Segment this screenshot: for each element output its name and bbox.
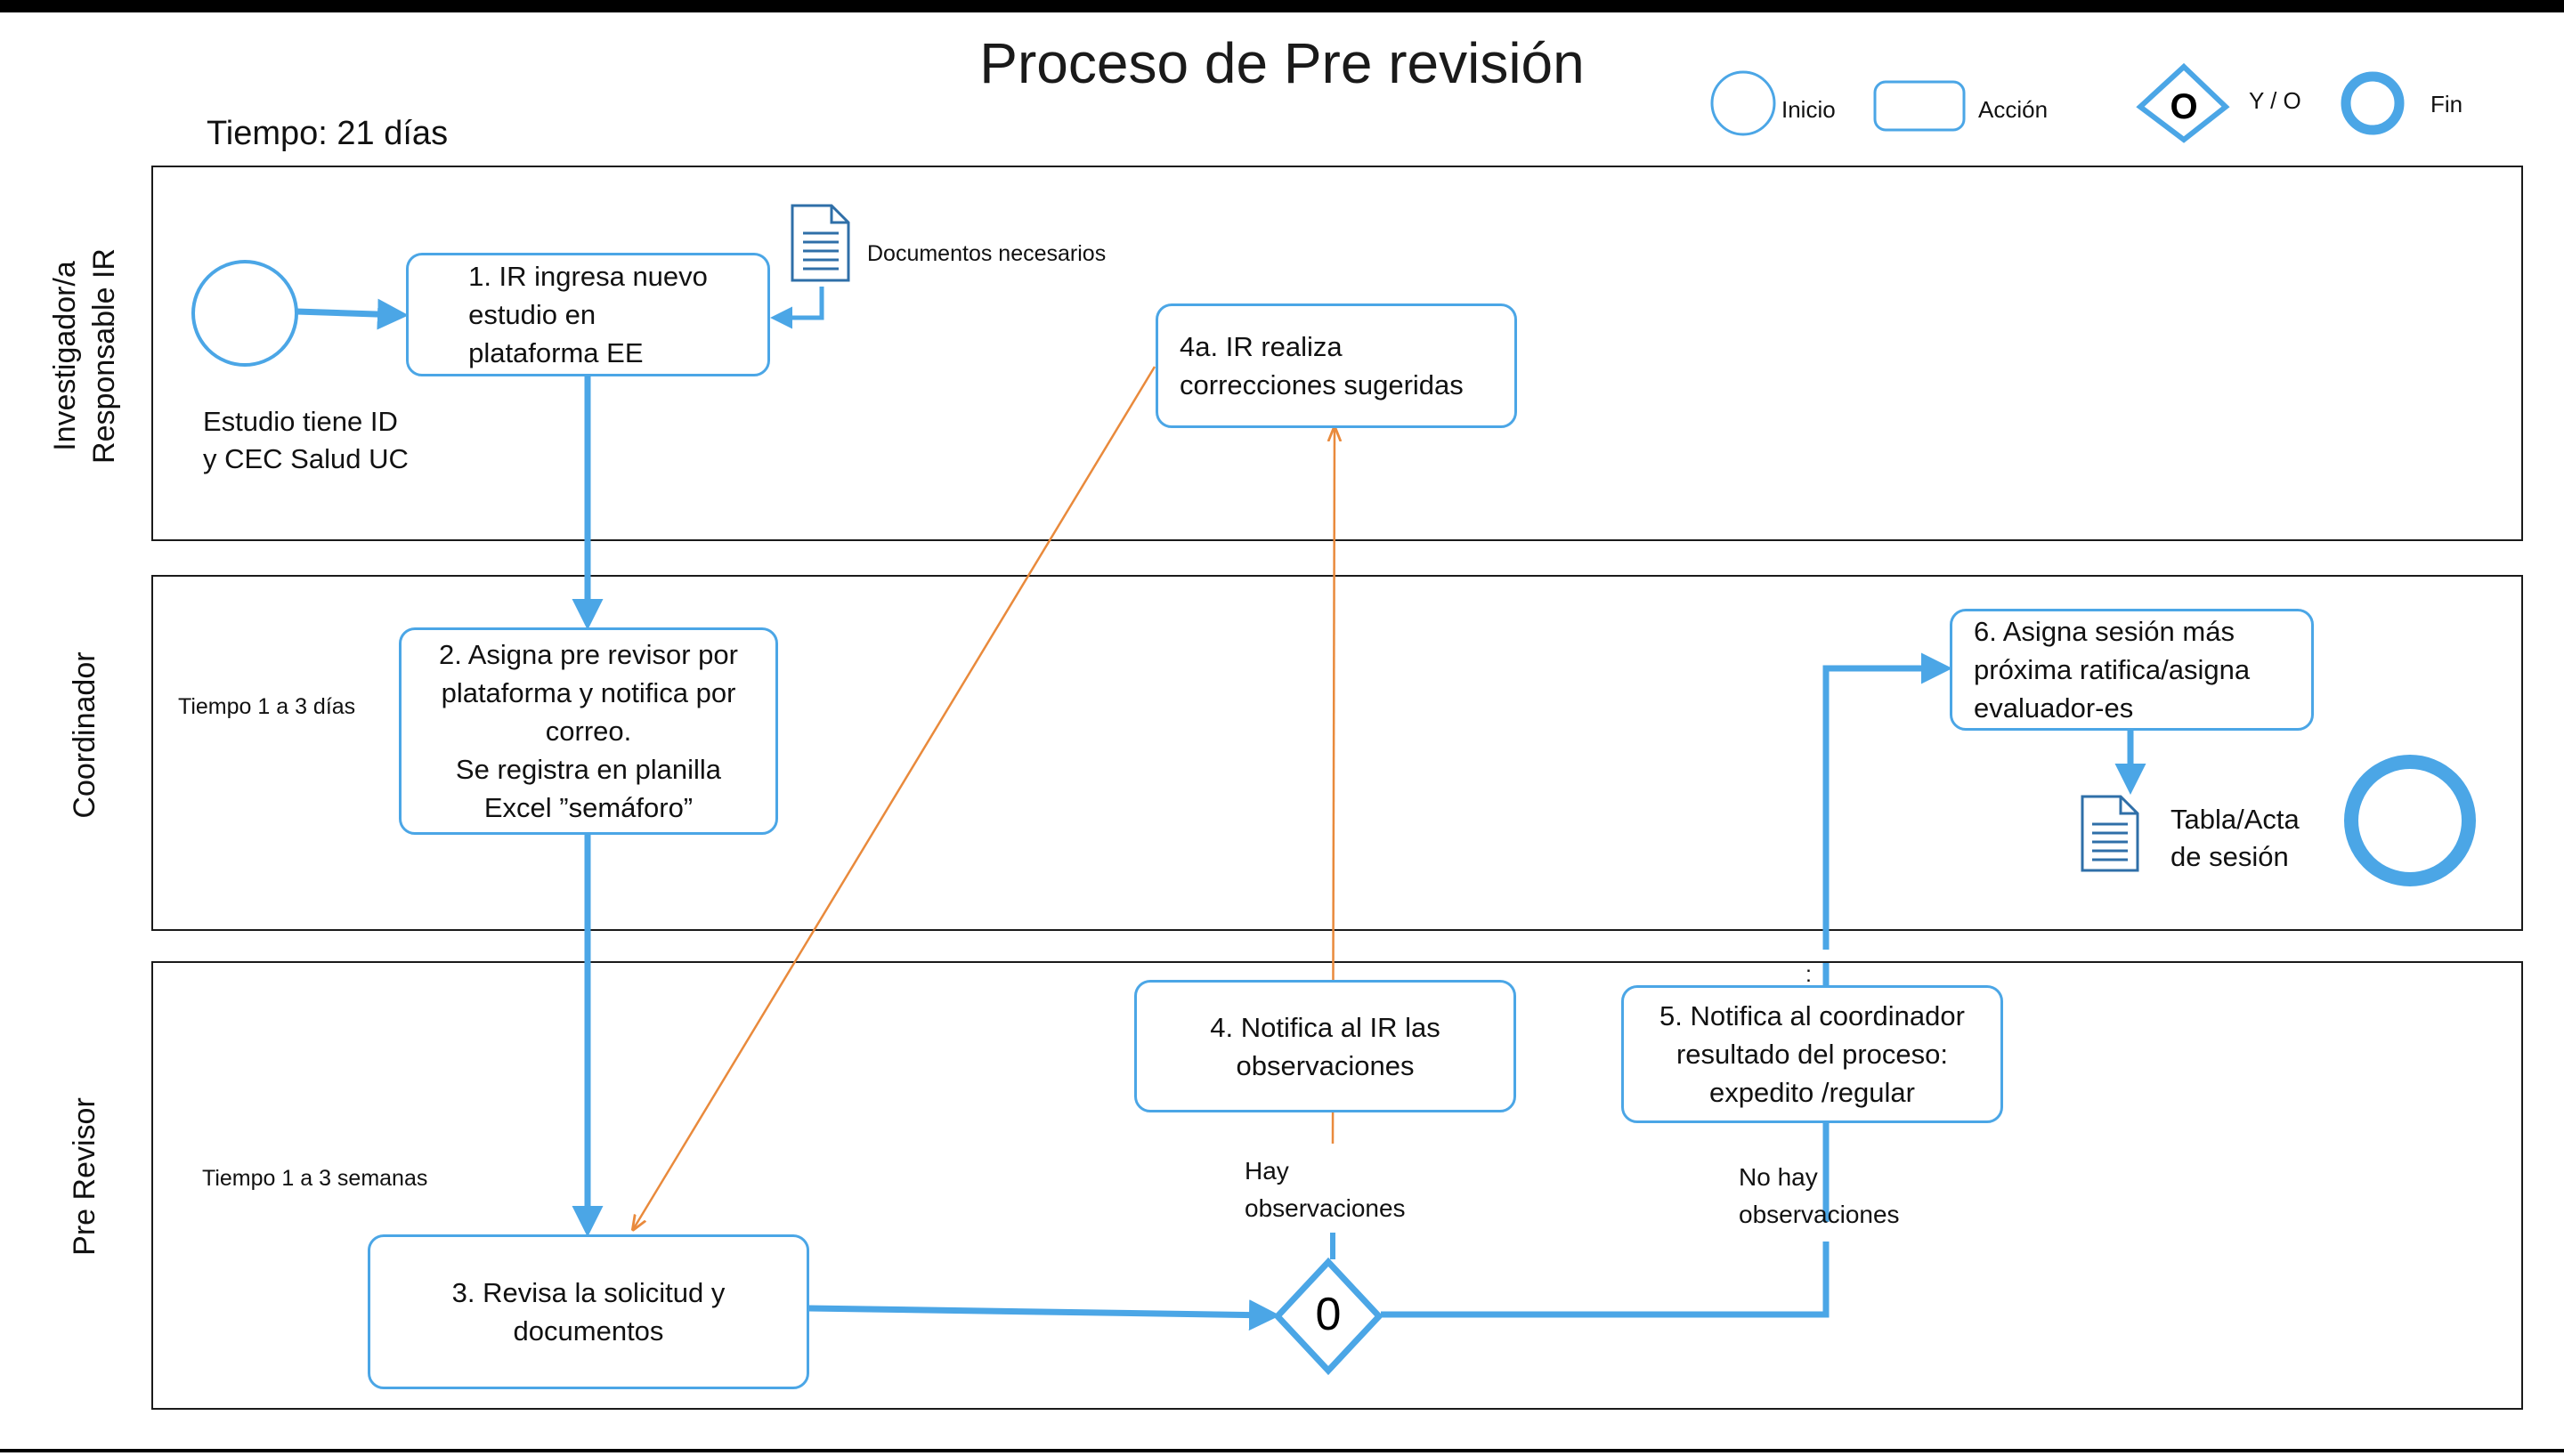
flow-start-to-step1: [296, 298, 409, 330]
document-label-1: Documentos necesarios: [867, 241, 1107, 266]
colon-mark: :: [1805, 962, 1812, 987]
start-event: [191, 260, 298, 367]
step-3-box: 3. Revisa la solicitud y documentos: [368, 1234, 809, 1389]
lane-title-investigador: Investigador/a Responsable IR: [48, 248, 121, 464]
lane-title-pre-revisor: Pre Revisor: [68, 1097, 101, 1256]
step-2-box: 2. Asigna pre revisor por plataforma y n…: [399, 627, 778, 835]
time-total: Tiempo: 21 días: [207, 115, 449, 152]
legend-gateway-symbol: O: [2170, 87, 2198, 126]
legend-start-label: Inicio: [1781, 96, 1836, 123]
legend-start-shape: [1710, 70, 1776, 136]
legend-end-shape: [2341, 71, 2405, 135]
step-4-text: 4. Notifica al IR las observaciones: [1210, 1011, 1440, 1081]
document-icon-2: [2081, 795, 2139, 872]
step-6-text: 6. Asigna sesión más próxima ratifica/as…: [1974, 616, 2251, 724]
legend-action-label: Acción: [1978, 96, 2049, 123]
legend-gateway-label: Y / O: [2249, 87, 2301, 114]
step-4-box: 4. Notifica al IR las observaciones: [1134, 980, 1516, 1112]
step-1-text: 1. IR ingresa nuevo estudio en plataform…: [468, 261, 708, 368]
lane-coordinador: [151, 575, 2523, 931]
gateway-diamond: [1273, 1257, 1383, 1376]
branch-label-yes: Hay observaciones: [1245, 1157, 1406, 1222]
step-2-text: 2. Asigna pre revisor por plataforma y n…: [438, 639, 738, 823]
step-5-text: 5. Notifica al coordinador resultado del…: [1659, 1000, 1965, 1108]
legend-end-label: Fin: [2430, 91, 2463, 117]
gateway-label: 0: [1315, 1289, 1342, 1340]
step-4a-text: 4a. IR realiza correcciones sugeridas: [1180, 331, 1464, 400]
diagram-title: Proceso de Pre revisión: [979, 31, 1585, 95]
lane-title-coordinador: Coordinador: [68, 651, 101, 819]
flow-step4a-to-step3: [634, 366, 1156, 1228]
lane-pre-revisor: [151, 961, 2523, 1410]
pre-reviewer-time-note: Tiempo 1 a 3 semanas: [202, 1166, 428, 1191]
document-icon-1: [791, 204, 850, 282]
flow-step3-to-gateway: [807, 1299, 1280, 1331]
legend-action-shape: [1873, 80, 1966, 132]
flow-doc1-to-step1: [770, 287, 824, 329]
branch-label-no: No hay observaciones: [1739, 1163, 1900, 1228]
start-note: Estudio tiene ID y CEC Salud UC: [203, 406, 409, 474]
step-6-box: 6. Asigna sesión más próxima ratifica/as…: [1950, 609, 2314, 731]
top-black-bar: [0, 0, 2564, 12]
lane-investigador: [151, 166, 2523, 541]
legend-gateway-shape: [2136, 62, 2230, 143]
document-label-2: Tabla/Acta de sesión: [2170, 804, 2300, 872]
step-1-box: 1. IR ingresa nuevo estudio en plataform…: [406, 253, 770, 376]
step-5-box: 5. Notifica al coordinador resultado del…: [1621, 985, 2003, 1123]
coordinator-time-note: Tiempo 1 a 3 días: [178, 694, 356, 719]
bottom-rule: [0, 1449, 2564, 1452]
end-event: [2344, 755, 2476, 886]
step-4a-box: 4a. IR realiza correcciones sugeridas: [1156, 303, 1517, 428]
step-3-text: 3. Revisa la solicitud y documentos: [451, 1277, 726, 1347]
